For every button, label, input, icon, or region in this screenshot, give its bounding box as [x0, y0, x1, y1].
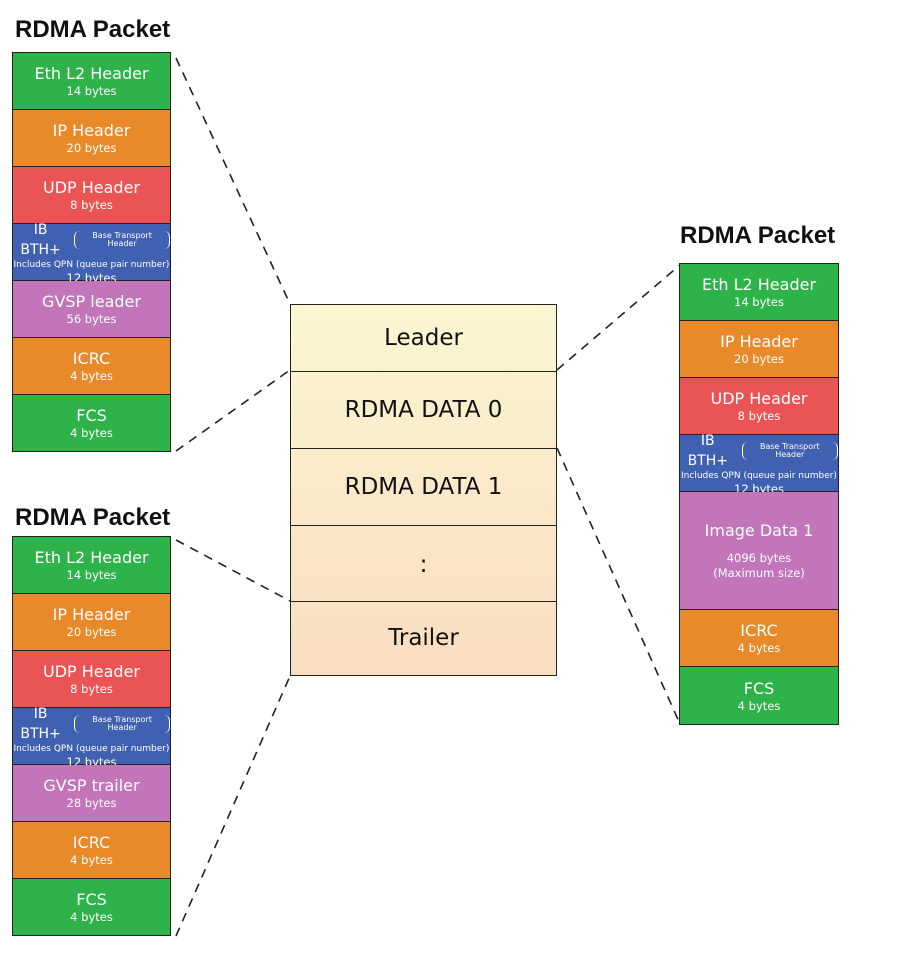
segment-gvsp-leader: GVSP leader 56 bytes: [13, 281, 170, 338]
segment-size: 20 bytes: [66, 141, 117, 155]
segment-ip-header: IP Header 20 bytes: [13, 594, 170, 651]
connector-trailer-bottom: [175, 675, 291, 937]
segment-name: UDP Header: [710, 389, 808, 408]
segment-name: ICRC: [72, 833, 111, 852]
connector-data-bottom: [556, 447, 681, 725]
segment-name: IB BTH+: [20, 221, 61, 258]
frame-row-rdma-data-1: RDMA DATA 1: [291, 449, 556, 526]
segment-name: ICRC: [72, 349, 111, 368]
segment-size: 4 bytes: [70, 853, 113, 867]
gvsp-frame: Leader RDMA DATA 0 RDMA DATA 1 : Trailer: [290, 304, 557, 676]
segment-size: 4 bytes: [737, 641, 781, 655]
segment-size: 4 bytes: [737, 698, 781, 713]
segment-note: Base Transport Header: [74, 714, 170, 733]
segment-icrc: ICRC 4 bytes: [680, 610, 838, 667]
segment-size: 4096 bytes: [726, 550, 792, 565]
segment-name: Eth L2 Header: [701, 275, 817, 294]
segment-eth-l2-header: Eth L2 Header 14 bytes: [13, 53, 170, 110]
segment-name: GVSP trailer: [43, 776, 140, 795]
segment-image-data: Image Data 1 4096 bytes (Maximum size): [680, 492, 838, 610]
leader-packet-title: RDMA Packet: [15, 16, 171, 43]
segment-name: IB BTH+: [687, 432, 728, 469]
segment-name: Image Data 1: [704, 520, 814, 540]
segment-icrc: ICRC 4 bytes: [13, 338, 170, 395]
data-packet-stack: Eth L2 Header 14 bytes IP Header 20 byte…: [679, 263, 839, 725]
trailer-packet-title: RDMA Packet: [15, 504, 171, 531]
segment-ib-bth: IB BTH+ Base Transport Header Includes Q…: [13, 706, 170, 769]
segment-name: GVSP leader: [42, 292, 141, 311]
segment-size: 4 bytes: [70, 426, 113, 440]
segment-ib-bth: IB BTH+ Base Transport Header Includes Q…: [680, 433, 838, 496]
segment-size: 4 bytes: [70, 910, 113, 924]
segment-size: 8 bytes: [737, 409, 781, 423]
connector-data-top: [556, 264, 681, 371]
segment-detail: Includes QPN (queue pair number): [13, 259, 170, 270]
data-packet-title: RDMA Packet: [680, 222, 836, 249]
segment-ip-header: IP Header 20 bytes: [13, 110, 170, 167]
segment-size: 14 bytes: [734, 295, 784, 309]
segment-udp-header: UDP Header 8 bytes: [13, 651, 170, 708]
segment-detail: Includes QPN (queue pair number): [13, 743, 170, 754]
segment-name: IB BTH+: [20, 705, 61, 742]
segment-note: Base Transport Header: [74, 230, 170, 249]
trailer-packet-stack: Eth L2 Header 14 bytes IP Header 20 byte…: [12, 536, 171, 936]
segment-size: 56 bytes: [66, 312, 117, 326]
segment-size: 8 bytes: [70, 682, 113, 696]
frame-row-leader: Leader: [291, 305, 556, 372]
segment-name: FCS: [76, 890, 107, 909]
segment-udp-header: UDP Header 8 bytes: [680, 378, 838, 435]
frame-row-ellipsis: :: [291, 526, 556, 602]
segment-fcs: FCS 4 bytes: [13, 395, 170, 451]
segment-eth-l2-header: Eth L2 Header 14 bytes: [13, 537, 170, 594]
segment-size: 20 bytes: [66, 625, 117, 639]
connector-trailer-top: [175, 539, 291, 602]
leader-packet-stack: Eth L2 Header 14 bytes IP Header 20 byte…: [12, 52, 171, 452]
segment-udp-header: UDP Header 8 bytes: [13, 167, 170, 224]
segment-name: FCS: [743, 678, 775, 698]
segment-name: Eth L2 Header: [34, 64, 149, 83]
segment-name: FCS: [76, 406, 107, 425]
segment-size: 20 bytes: [734, 352, 784, 366]
segment-size: 14 bytes: [66, 84, 117, 98]
segment-ip-header: IP Header 20 bytes: [680, 321, 838, 378]
frame-row-rdma-data-0: RDMA DATA 0: [291, 372, 556, 449]
segment-name: IP Header: [52, 605, 131, 624]
segment-note: Base Transport Header: [741, 441, 838, 460]
segment-name: UDP Header: [42, 662, 141, 681]
segment-eth-l2-header: Eth L2 Header 14 bytes: [680, 264, 838, 321]
segment-size: 28 bytes: [66, 796, 117, 810]
segment-size: 4 bytes: [70, 369, 113, 383]
segment-name: IP Header: [720, 332, 798, 351]
segment-size: 14 bytes: [66, 568, 117, 582]
frame-row-trailer: Trailer: [388, 625, 459, 651]
segment-icrc: ICRC 4 bytes: [13, 822, 170, 879]
segment-name: UDP Header: [42, 178, 141, 197]
segment-extra: (Maximum size): [713, 565, 805, 580]
segment-detail: Includes QPN (queue pair number): [681, 470, 837, 481]
segment-name: IP Header: [52, 121, 131, 140]
segment-fcs: FCS 4 bytes: [13, 879, 170, 935]
segment-fcs: FCS 4 bytes: [680, 667, 838, 724]
connector-leader-bottom: [175, 369, 291, 452]
segment-name: Eth L2 Header: [34, 548, 149, 567]
segment-name: ICRC: [740, 621, 778, 640]
segment-size: 8 bytes: [70, 198, 113, 212]
connector-leader-top: [175, 57, 291, 305]
segment-ib-bth: IB BTH+ Base Transport Header Includes Q…: [13, 222, 170, 285]
segment-gvsp-trailer: GVSP trailer 28 bytes: [13, 765, 170, 822]
